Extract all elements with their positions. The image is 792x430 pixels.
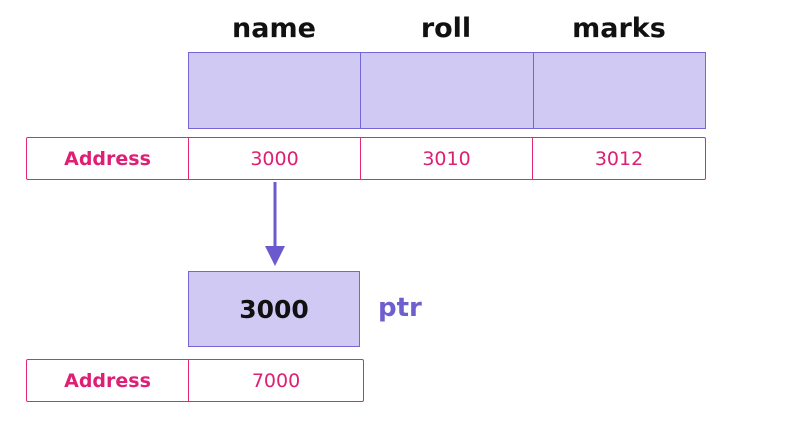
pointer-arrow	[265, 182, 285, 266]
struct-address-marks: 3012	[532, 138, 705, 179]
struct-address-roll: 3010	[360, 138, 532, 179]
struct-cell-roll	[360, 53, 532, 128]
field-header-name: name	[232, 12, 316, 44]
struct-cell-name	[189, 53, 360, 128]
pointer-value-box: 3000	[188, 271, 360, 347]
pointer-address-label: Address	[64, 369, 151, 392]
pointer-arrow-head	[265, 246, 285, 266]
struct-memory-block	[188, 52, 706, 129]
pointer-address-value: 7000	[188, 360, 363, 401]
pointer-address-row: Address 7000	[26, 359, 364, 402]
struct-cell-marks	[532, 53, 705, 128]
field-header-roll: roll	[420, 12, 472, 44]
field-header-marks: marks	[572, 12, 666, 44]
struct-address-name: 3000	[188, 138, 360, 179]
struct-address-row: Address 3000 3010 3012	[26, 137, 706, 180]
struct-address-label: Address	[64, 147, 151, 170]
pointer-name-label: ptr	[378, 293, 422, 323]
